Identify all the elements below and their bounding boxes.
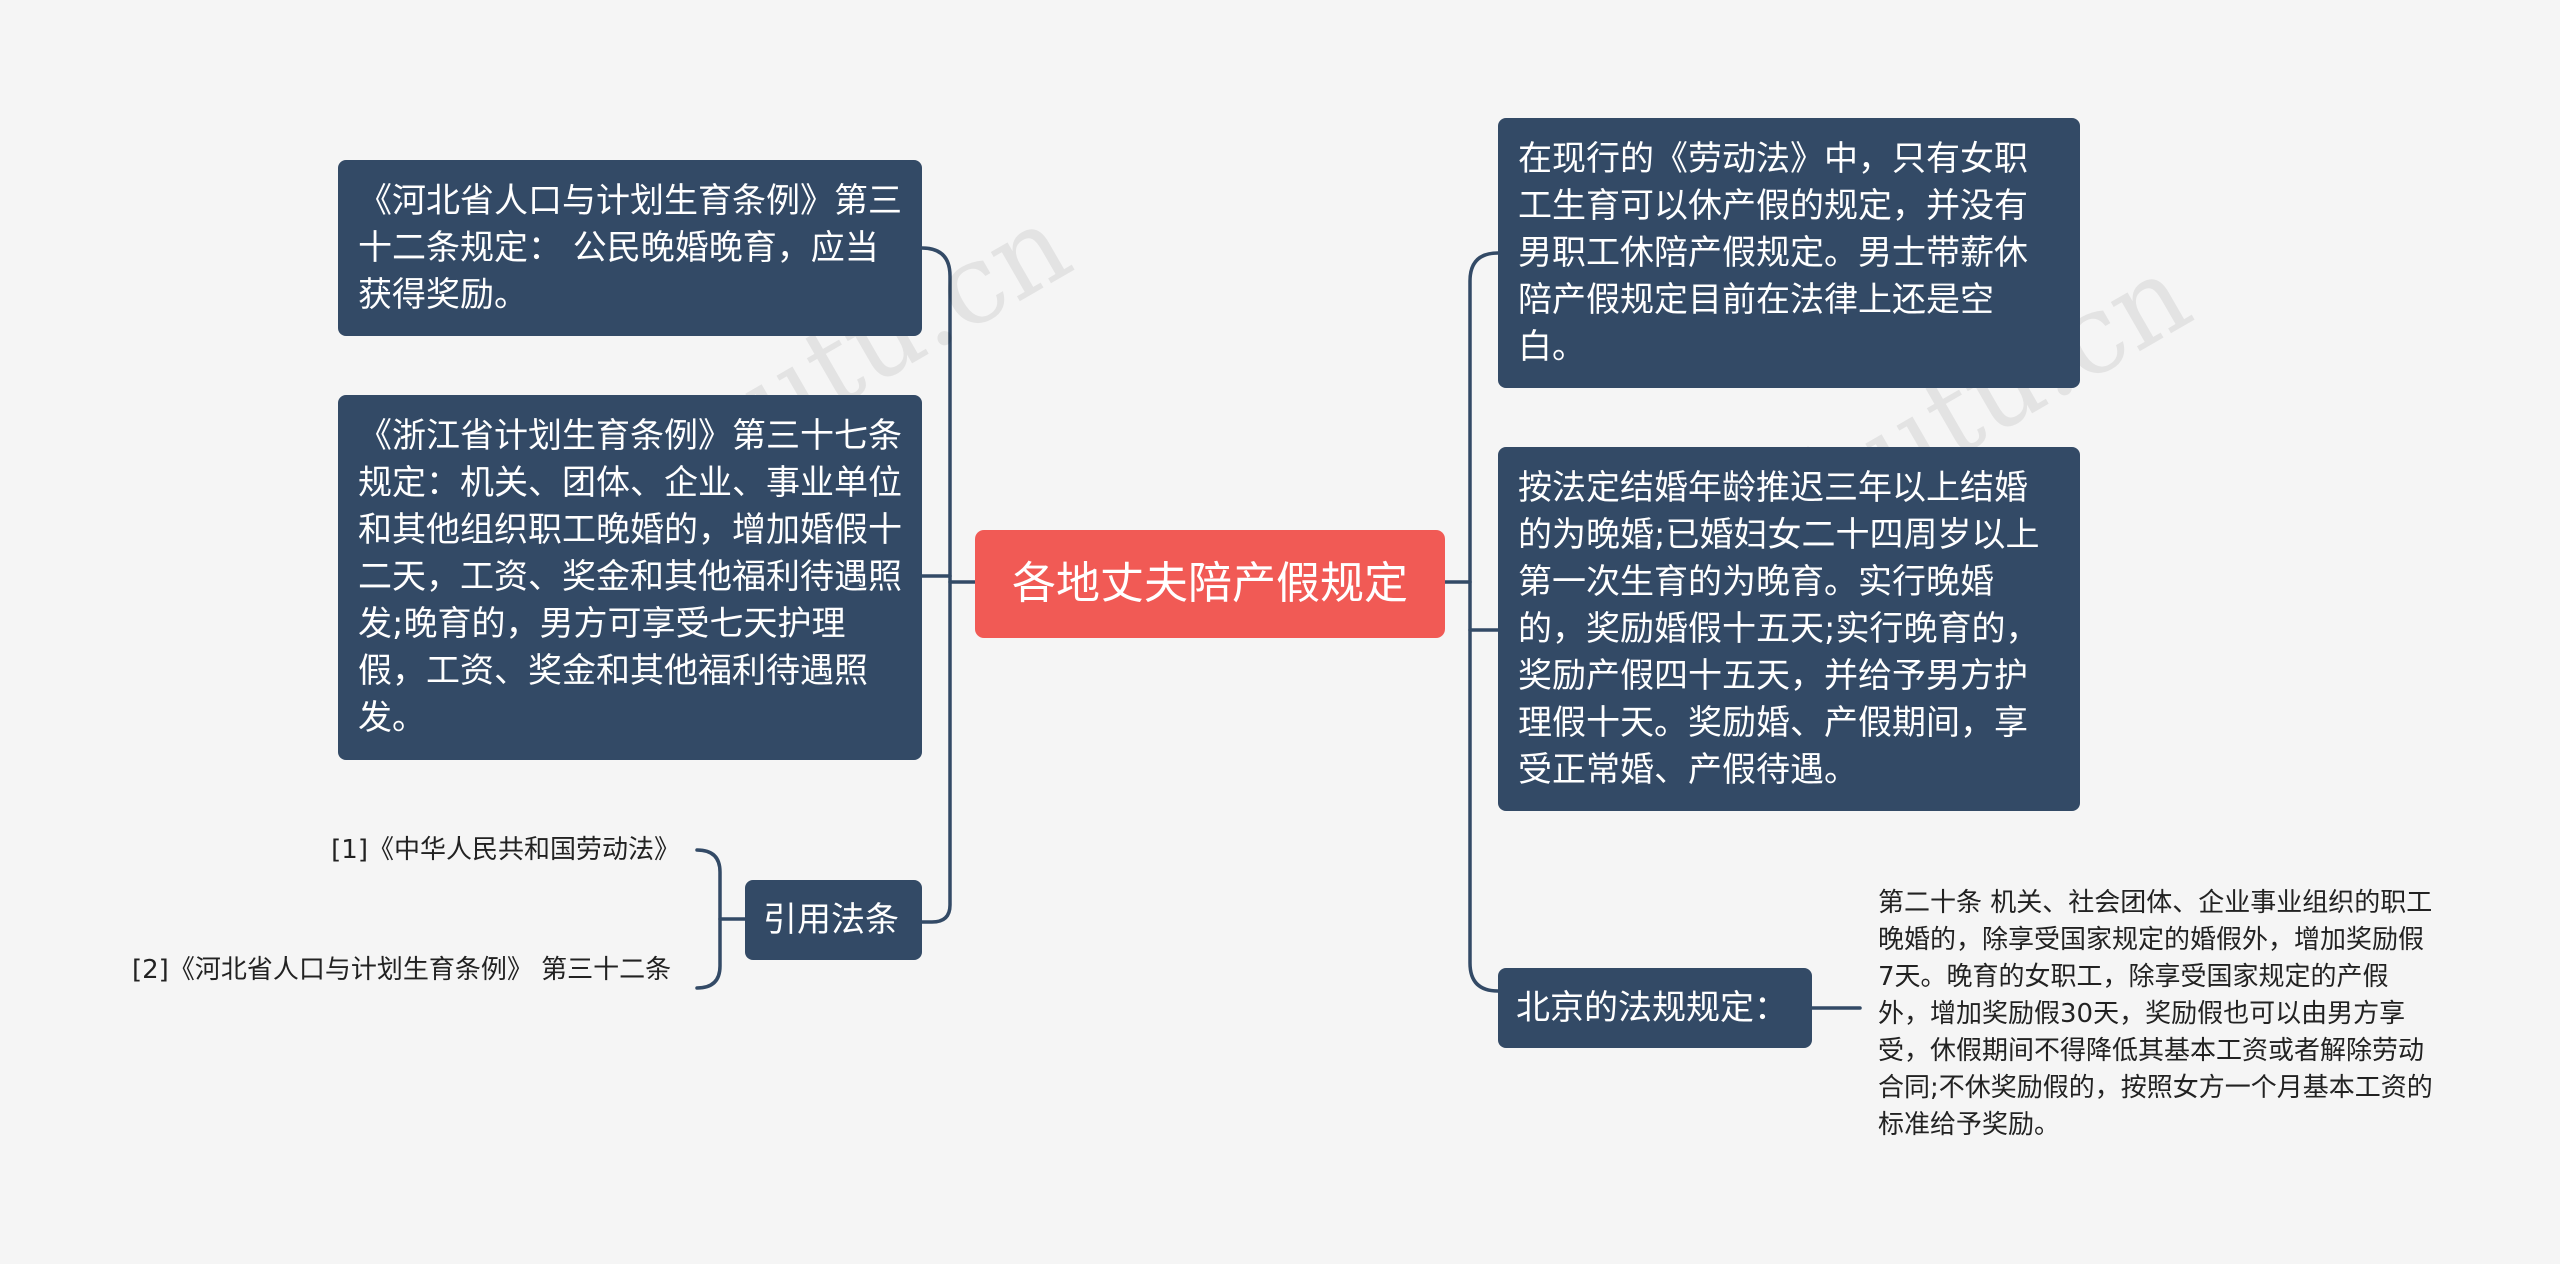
beijing-regulation-detail[interactable]: 第二十条 机关、社会团体、企业事业组织的职工晚婚的，除享受国家规定的婚假外，增加… — [1878, 885, 2438, 1144]
connector-ref-1 — [695, 848, 722, 990]
connector-right-trunk — [1468, 251, 1500, 993]
central-topic[interactable]: 各地丈夫陪产假规定 — [975, 530, 1445, 638]
right-node-beijing[interactable]: 北京的法规规定： — [1498, 968, 1812, 1048]
left-node-zhejiang-text: 《浙江省计划生育条例》第三十七条规定：机关、团体、企业、事业单位和其他组织职工晚… — [358, 416, 902, 738]
reference-item-2[interactable]: [2]《河北省人口与计划生育条例》 第三十二条 — [132, 952, 682, 989]
right-node-labor-law-text: 在现行的《劳动法》中，只有女职工生育可以休产假的规定，并没有男职工休陪产假规定。… — [1518, 139, 2028, 367]
right-node-beijing-text: 北京的法规规定： — [1516, 987, 1788, 1028]
right-node-labor-law[interactable]: 在现行的《劳动法》中，只有女职工生育可以休产假的规定，并没有男职工休陪产假规定。… — [1498, 118, 2080, 388]
left-node-references[interactable]: 引用法条 — [745, 880, 922, 960]
central-topic-label: 各地丈夫陪产假规定 — [1012, 558, 1408, 609]
reference-item-2-text: [2]《河北省人口与计划生育条例》 第三十二条 — [132, 955, 672, 985]
left-node-zhejiang[interactable]: 《浙江省计划生育条例》第三十七条规定：机关、团体、企业、事业单位和其他组织职工晚… — [338, 395, 922, 760]
right-node-late-marriage[interactable]: 按法定结婚年龄推迟三年以上结婚的为晚婚;已婚妇女二十四周岁以上第一次生育的为晚育… — [1498, 447, 2080, 811]
right-node-late-marriage-text: 按法定结婚年龄推迟三年以上结婚的为晚婚;已婚妇女二十四周岁以上第一次生育的为晚育… — [1518, 468, 2040, 790]
reference-item-1[interactable]: [1]《中华人民共和国劳动法》 — [200, 832, 680, 869]
left-node-hebei-text: 《河北省人口与计划生育条例》第三十二条规定： 公民晚婚晚育，应当获得奖励。 — [358, 181, 902, 315]
connector-left-1 — [920, 246, 952, 924]
reference-item-1-text: [1]《中华人民共和国劳动法》 — [331, 835, 680, 865]
beijing-regulation-detail-text: 第二十条 机关、社会团体、企业事业组织的职工晚婚的，除享受国家规定的婚假外，增加… — [1878, 888, 2433, 1140]
left-node-references-text: 引用法条 — [763, 899, 899, 940]
left-node-hebei[interactable]: 《河北省人口与计划生育条例》第三十二条规定： 公民晚婚晚育，应当获得奖励。 — [338, 160, 922, 336]
